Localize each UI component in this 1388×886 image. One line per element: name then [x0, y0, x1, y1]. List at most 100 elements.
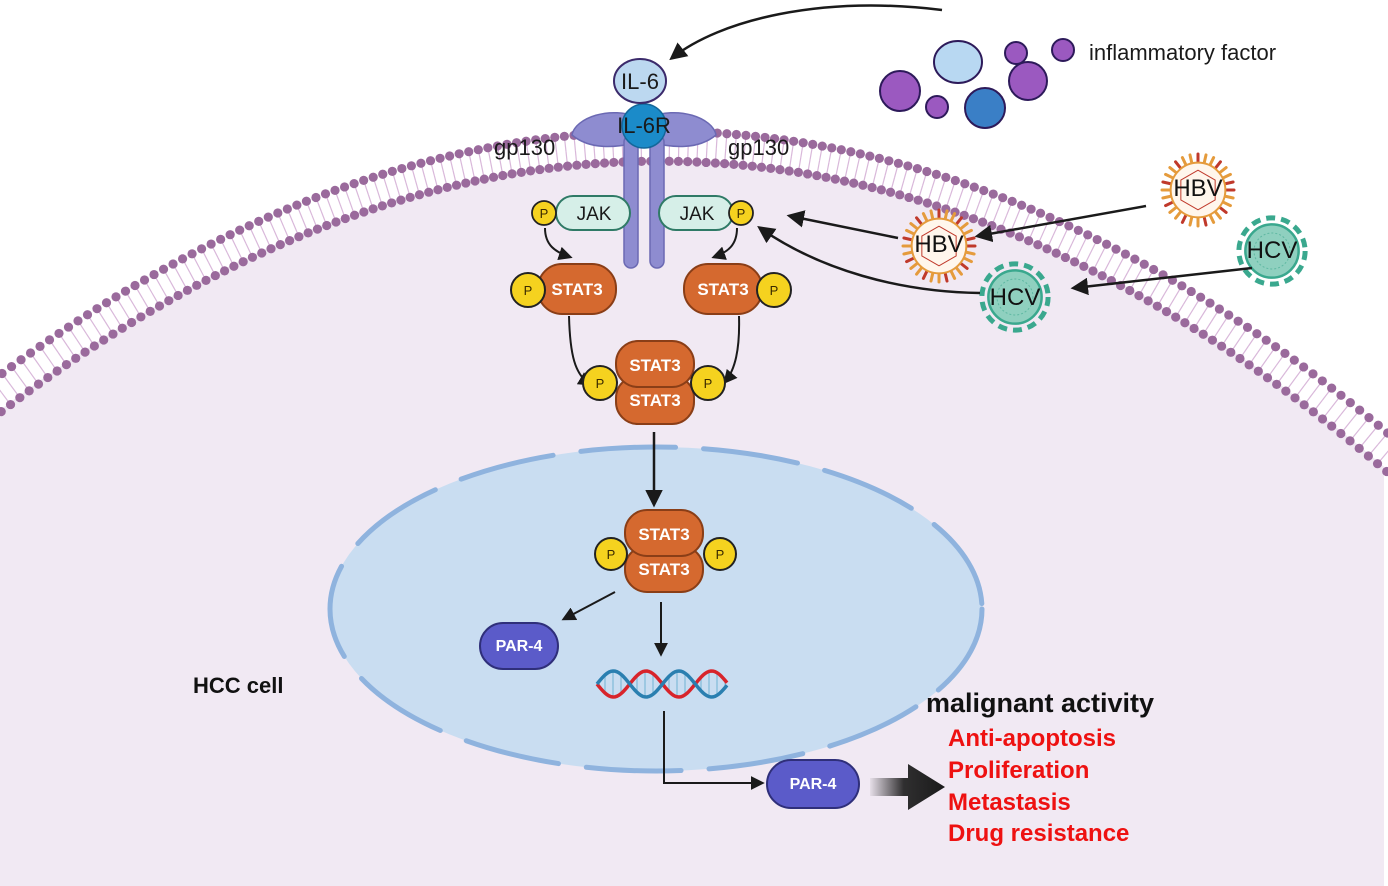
lipid-head: [136, 312, 146, 322]
lipid-head: [876, 185, 886, 195]
lipid-head: [1017, 200, 1027, 210]
lipid-head: [1033, 240, 1043, 250]
lipid-head: [473, 145, 483, 155]
stat3-right-phosphate-label: P: [770, 283, 779, 298]
lipid-head: [710, 158, 720, 168]
lipid-head: [1161, 306, 1172, 317]
par4-nucleus: PAR-4: [479, 622, 559, 670]
virus-spike: [964, 236, 976, 242]
nuc-left-phosphate: [594, 537, 628, 571]
lipid-head: [396, 195, 406, 205]
lipid-head: [294, 232, 304, 242]
virus-spike: [929, 271, 935, 283]
lipid-head: [311, 192, 321, 203]
dimer-left-phosphate: [582, 365, 618, 401]
lipid-head: [550, 132, 560, 142]
outcome-drug-resistance: Drug resistance: [948, 820, 1129, 847]
lipid-head: [1189, 323, 1199, 334]
lipid-head: [1101, 239, 1112, 249]
lipid-head: [1261, 335, 1271, 345]
lipid-head: [581, 159, 591, 169]
lipid-head: [664, 156, 674, 166]
arrow-hbv-entry: [974, 204, 1147, 243]
stat3-left-label: STAT3: [551, 280, 602, 299]
lipid-head: [263, 212, 273, 222]
inflammatory-factor-particle: [964, 87, 1006, 129]
lipid-head: [111, 292, 121, 302]
par4-nucleus-body: [479, 622, 559, 670]
inflammatory-factor-particle: [1004, 41, 1028, 65]
lipid-head: [1149, 264, 1159, 275]
lipid-head: [849, 178, 859, 188]
stat3-dimer-top: [615, 340, 695, 388]
lipid-head: [960, 179, 970, 189]
lipid-head: [5, 399, 16, 410]
lipid-head: [273, 208, 283, 218]
arrow-inflammatory-il6: [669, 4, 943, 61]
virus-spike: [1161, 180, 1173, 186]
lipid-head: [120, 286, 131, 296]
lipid-head: [470, 176, 480, 186]
inflammatory-factors: [879, 38, 1075, 129]
lipid-tail: [0, 389, 3, 393]
lipid-head: [378, 169, 388, 179]
inflammatory-factor-particle: [1008, 61, 1048, 101]
lipid-head: [968, 214, 979, 224]
inflammatory-factor-particle: [933, 40, 983, 84]
lipid-head: [590, 159, 600, 169]
lipid-head: [511, 138, 522, 148]
lipid-head: [424, 187, 434, 197]
lipid-head: [454, 149, 464, 159]
virus-spike: [1221, 200, 1232, 208]
lipid-head: [43, 372, 53, 383]
lipid-head: [839, 176, 850, 186]
right-edge: [1384, 380, 1388, 886]
lipid-head: [884, 156, 894, 166]
lipid-head: [219, 266, 230, 276]
lipid-head: [1130, 254, 1140, 264]
lipid-head: [760, 132, 770, 143]
lipid-head: [433, 185, 443, 195]
lipid-head: [1064, 221, 1074, 231]
lipid-head: [562, 161, 573, 171]
lipid-head: [479, 174, 489, 184]
virus-spike: [964, 250, 976, 256]
stat3-left: STAT3 P: [510, 263, 617, 315]
lipid-head: [798, 138, 808, 148]
lipid-head: [1088, 266, 1098, 276]
lipid-head: [229, 261, 239, 271]
lipid-head: [464, 147, 474, 157]
virus-spike: [1214, 160, 1222, 170]
virus-spike: [1218, 166, 1228, 174]
stat3-right-label: STAT3: [697, 280, 748, 299]
lipid-head: [874, 153, 884, 163]
lipid-head: [35, 341, 45, 351]
lipid-head: [15, 393, 25, 403]
virus-spike: [1174, 210, 1182, 220]
lipid-head: [182, 285, 193, 295]
lipid-head: [73, 316, 83, 326]
lipid-head: [1364, 413, 1374, 423]
lipid-head: [108, 329, 118, 339]
lipid-head: [895, 190, 905, 200]
lipid-head: [1051, 248, 1061, 258]
lipid-head: [359, 207, 369, 217]
lipid-head: [1014, 232, 1025, 242]
arrow-par4-outcomes: [870, 764, 945, 810]
il6-ellipse: [613, 58, 667, 104]
lipid-head: [988, 189, 998, 199]
virus-spike: [921, 269, 929, 280]
lipid-head: [206, 239, 216, 249]
lipid-head: [784, 166, 794, 176]
lipid-head: [858, 180, 868, 190]
jak-right-phosphate: [728, 200, 754, 226]
inflammatory-factor-particle: [879, 70, 921, 112]
il6r-label: IL-6R: [617, 113, 671, 138]
lipid-head: [320, 189, 331, 199]
nucleus: [327, 444, 985, 774]
lipid-head: [521, 136, 531, 146]
lipid-head: [572, 160, 582, 170]
virus-spike: [921, 212, 929, 223]
virus-spike: [909, 262, 919, 270]
lipid-head: [442, 182, 452, 193]
